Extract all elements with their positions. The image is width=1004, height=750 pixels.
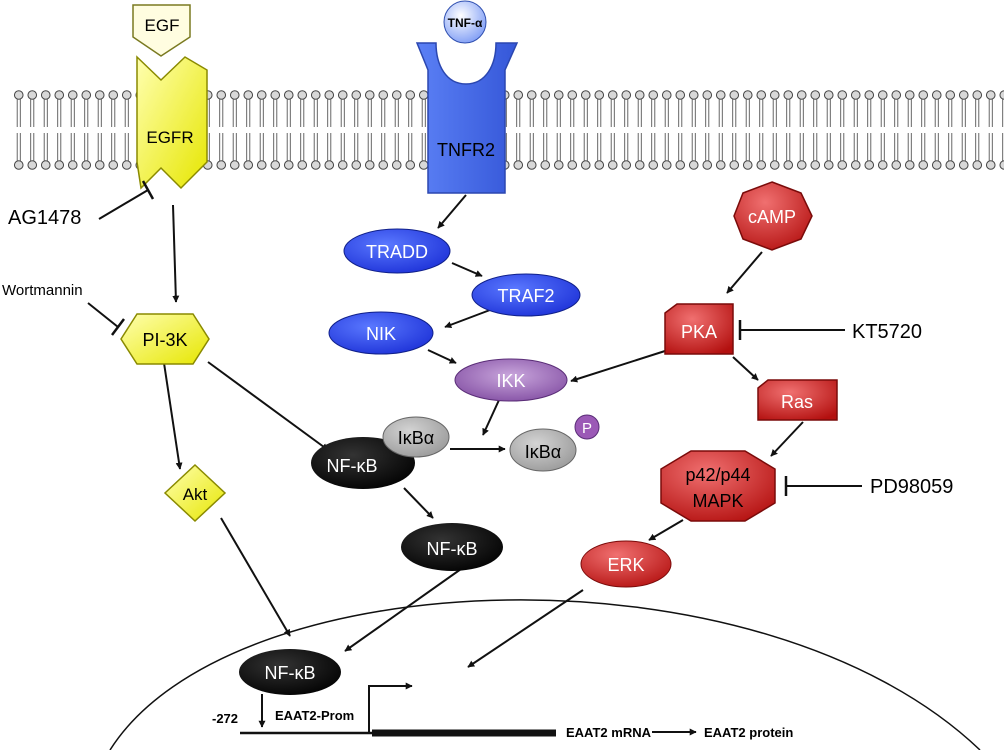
camp-node: cAMP xyxy=(733,181,813,251)
tnfr2-receptor: TNFR2 xyxy=(415,42,519,194)
svg-text:IκBα: IκBα xyxy=(525,442,561,462)
protein-label: EAAT2 protein xyxy=(704,725,793,740)
svg-text:Ras: Ras xyxy=(781,392,813,412)
pi3k-node: PI-3K xyxy=(120,313,210,365)
mapk-node: p42/p44 MAPK xyxy=(660,450,776,522)
svg-text:cAMP: cAMP xyxy=(748,207,796,227)
svg-text:TRADD: TRADD xyxy=(366,242,428,262)
svg-text:NF-κB: NF-κB xyxy=(265,663,316,683)
svg-text:MAPK: MAPK xyxy=(692,491,743,511)
nik-node: NIK xyxy=(328,311,434,355)
tradd-node: TRADD xyxy=(343,228,451,274)
svg-text:IKK: IKK xyxy=(496,371,525,391)
nfkb-free-node: NF-κB xyxy=(401,523,503,571)
svg-text:p42/p44: p42/p44 xyxy=(685,465,750,485)
egf-ligand: EGF xyxy=(132,4,191,57)
svg-text:ERK: ERK xyxy=(607,555,644,575)
svg-text:EGFR: EGFR xyxy=(146,128,193,147)
mrna-label: EAAT2 mRNA xyxy=(566,725,652,740)
egfr-receptor: EGFR xyxy=(136,55,208,190)
kt5720-label: KT5720 xyxy=(852,321,922,343)
ikk-node: IKK xyxy=(454,358,568,402)
svg-text:Akt: Akt xyxy=(183,485,208,504)
promoter-label: EAAT2-Prom xyxy=(275,708,354,723)
svg-text:PI-3K: PI-3K xyxy=(142,330,187,350)
svg-text:TNF-α: TNF-α xyxy=(448,16,483,30)
wortmannin-label: Wortmannin xyxy=(2,282,83,299)
svg-text:NF-κB: NF-κB xyxy=(327,456,378,476)
ag1478-label: AG1478 xyxy=(8,207,81,229)
traf2-node: TRAF2 xyxy=(471,273,581,317)
nucleus-envelope xyxy=(109,599,981,750)
svg-text:PKA: PKA xyxy=(681,322,717,342)
nfkb-nuclear-node: NF-κB xyxy=(239,649,341,695)
pathway-arrows xyxy=(163,194,804,668)
svg-text:P: P xyxy=(582,420,592,437)
svg-text:NIK: NIK xyxy=(366,324,396,344)
ras-node: Ras xyxy=(757,379,838,421)
pka-node: PKA xyxy=(664,303,734,355)
ag1478-inhibition xyxy=(98,180,155,220)
transcription-start-arrow xyxy=(368,682,413,733)
svg-text:EGF: EGF xyxy=(145,16,180,35)
svg-text:TRAF2: TRAF2 xyxy=(497,286,554,306)
nfkb-ikba-complex: NF-κB IκBα xyxy=(311,416,450,489)
ikba-phosphorylated: IκBα P xyxy=(509,414,600,472)
akt-node: Akt xyxy=(163,463,227,523)
kt5720-inhibition xyxy=(738,320,845,340)
svg-text:NF-κB: NF-κB xyxy=(427,539,478,559)
svg-text:TNFR2: TNFR2 xyxy=(437,140,495,160)
svg-text:IκBα: IκBα xyxy=(398,428,434,448)
pd98059-label: PD98059 xyxy=(870,476,953,498)
promoter-position-label: -272 xyxy=(212,711,238,726)
pd98059-inhibition xyxy=(784,476,862,496)
erk-node: ERK xyxy=(580,540,672,588)
wortmannin-inhibition xyxy=(87,302,125,336)
tnf-alpha-ligand: TNF-α xyxy=(443,0,487,44)
